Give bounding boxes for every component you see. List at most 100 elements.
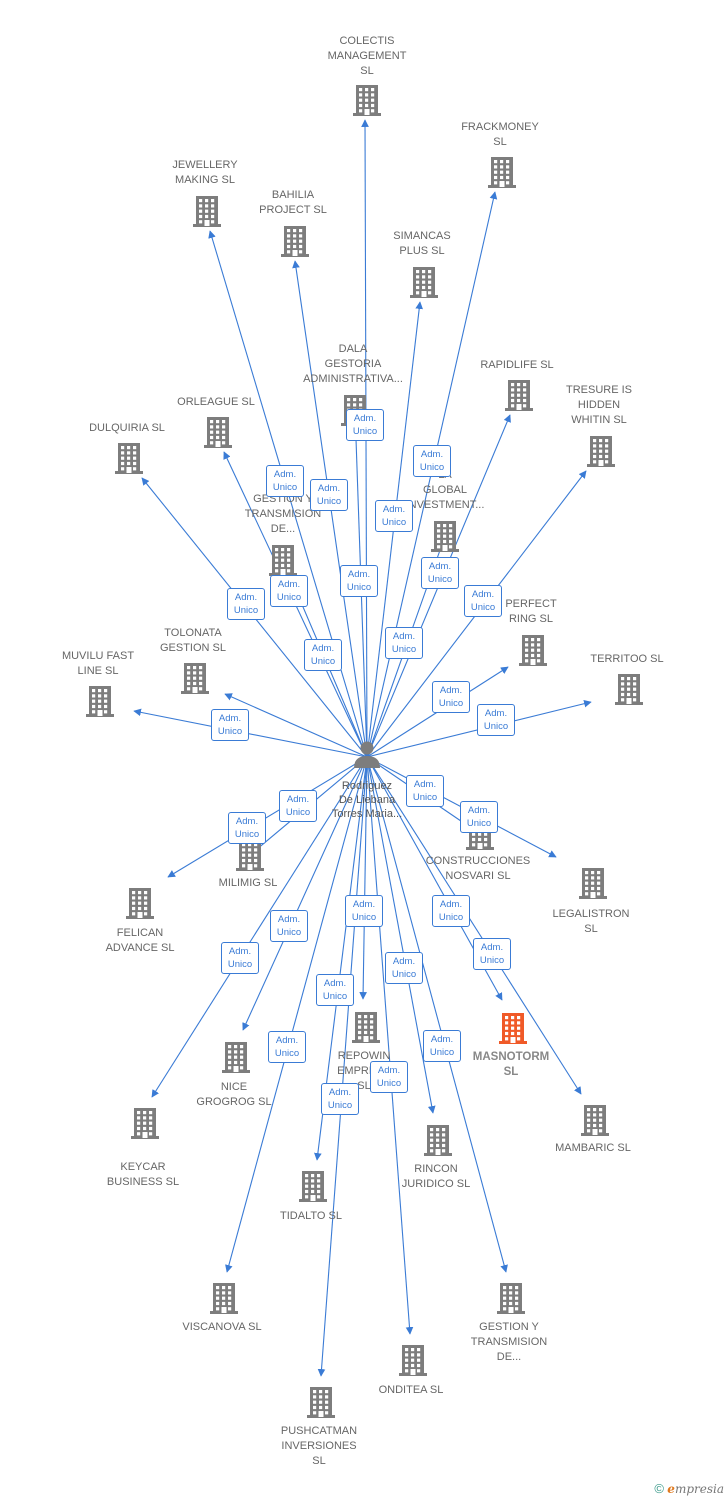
nodes-layer [86,85,643,1418]
brand-name: mpresia [674,1482,724,1496]
role-badge-jewellery[interactable]: Adm. Unico [266,465,304,497]
company-rapidlife-icon[interactable] [505,380,533,411]
footer-brand: © empresia [654,1481,724,1496]
company-frackmoney-label[interactable]: FRACKMONEY SL [461,121,539,148]
company-jewellery-icon[interactable] [193,196,221,227]
company-onditea-label[interactable]: ONDITEA SL [378,1384,444,1396]
company-bahilia-icon[interactable] [281,226,309,257]
company-masnotorm-label[interactable]: MASNOTORM SL [472,1051,550,1078]
company-bahilia-label[interactable]: BAHILIA PROJECT SL [259,189,327,216]
person-icon[interactable] [360,741,374,755]
role-badge-tidalto[interactable]: Adm. Unico [316,974,354,1006]
company-jewellery-label[interactable]: JEWELLERY MAKING SL [172,159,238,186]
role-badge-bahilia[interactable]: Adm. Unico [310,479,348,511]
edge-gestion2 [366,756,508,1273]
company-rincon-icon[interactable] [424,1125,452,1156]
company-felican-icon[interactable] [126,888,154,919]
company-territoo-label[interactable]: TERRITOO SL [590,653,664,665]
company-pushcatman-label[interactable]: PUSHCATMAN INVERSIONES SL [280,1425,358,1467]
company-rincon-label[interactable]: RINCON JURIDICO SL [401,1163,471,1190]
company-dala-label[interactable]: DALA GESTORIA ADMINISTRATIVA... [303,343,403,385]
company-mambaric-icon[interactable] [581,1105,609,1136]
role-badge-muvilu[interactable]: Adm. Unico [211,709,249,741]
company-tolonata-icon[interactable] [181,663,209,694]
company-tidalto-icon[interactable] [299,1171,327,1202]
company-muvilu-icon[interactable] [86,686,114,717]
company-colectis-label[interactable]: COLECTIS MANAGEMENT SL [327,35,407,77]
company-gestion2-label[interactable]: GESTION Y TRANSMISION DE... [470,1321,548,1363]
edge-onditea [366,756,414,1335]
company-milimig-icon[interactable] [236,840,264,871]
role-badge-gestion1[interactable]: Adm. Unico [340,565,378,597]
role-badge-felican[interactable]: Adm. Unico [228,812,266,844]
company-colectis-icon[interactable] [353,85,381,116]
role-badge-frackmoney[interactable]: Adm. Unico [413,445,451,477]
company-simancas-label[interactable]: SIMANCAS PLUS SL [393,230,451,257]
role-badge-rincon[interactable]: Adm. Unico [385,952,423,984]
edge-felican [167,756,368,878]
company-nice-label[interactable]: NICE GROGROG SL [196,1081,272,1108]
company-gestion1-label[interactable]: GESTION Y TRANSMISION DE... [244,493,322,535]
role-badge-masnotorm[interactable]: Adm. Unico [432,895,470,927]
role-badge-tolonata[interactable]: Adm. Unico [304,639,342,671]
company-global-icon[interactable] [431,521,459,552]
company-mambaric-label[interactable]: MAMBARIC SL [555,1142,631,1154]
company-repowin-icon[interactable] [352,1012,380,1043]
role-badge-tresure[interactable]: Adm. Unico [464,585,502,617]
company-tidalto-label[interactable]: TIDALTO SL [280,1210,342,1222]
role-badge-mambaric[interactable]: Adm. Unico [473,938,511,970]
role-badge-construcciones[interactable]: Adm. Unico [406,775,444,807]
company-pushcatman-icon[interactable] [307,1387,335,1418]
company-tolonata-label[interactable]: TOLONATA GESTION SL [159,627,227,654]
company-simancas-icon[interactable] [410,267,438,298]
company-orleague-icon[interactable] [204,417,232,448]
role-badge-legalistron[interactable]: Adm. Unico [460,801,498,833]
company-dulquiria-label[interactable]: DULQUIRIA SL [89,422,165,434]
company-legalistron-icon[interactable] [579,868,607,899]
company-perfect-icon[interactable] [519,635,547,666]
role-badge-viscanova[interactable]: Adm. Unico [268,1031,306,1063]
company-muvilu-label[interactable]: MUVILU FAST LINE SL [61,650,135,677]
company-milimig-label[interactable]: MILIMIG SL [218,877,278,889]
edge-rincon [366,756,436,1114]
role-badge-rapidlife[interactable]: Adm. Unico [421,557,459,589]
company-viscanova-icon[interactable] [210,1283,238,1314]
company-keycar-icon[interactable] [131,1108,159,1139]
role-badge-keycar[interactable]: Adm. Unico [221,942,259,974]
person-label[interactable]: Rodriguez De Liebana Torres Maria... [331,780,403,820]
company-viscanova-label[interactable]: VISCANOVA SL [182,1321,262,1333]
company-dulquiria-icon[interactable] [115,443,143,474]
company-masnotorm-icon[interactable] [499,1013,527,1044]
role-badge-repowin[interactable]: Adm. Unico [345,895,383,927]
edge-repowin [359,756,368,1000]
company-perfect-label[interactable]: PERFECT RING SL [505,598,557,625]
company-tresure-label[interactable]: TRESURE IS HIDDEN WHITIN SL [565,384,632,426]
company-territoo-icon[interactable] [615,674,643,705]
company-construcciones-label[interactable]: CONSTRUCCIONES NOSVARI SL [425,855,531,882]
role-badge-milimig[interactable]: Adm. Unico [279,790,317,822]
role-badge-orleague[interactable]: Adm. Unico [270,575,308,607]
company-gestion1-icon[interactable] [269,545,297,576]
company-rapidlife-label[interactable]: RAPIDLIFE SL [480,359,554,371]
role-badge-perfect[interactable]: Adm. Unico [432,681,470,713]
role-badge-gestion2[interactable]: Adm. Unico [423,1030,461,1062]
role-badge-colectis[interactable]: Adm. Unico [346,409,384,441]
role-badge-nice[interactable]: Adm. Unico [270,910,308,942]
role-badge-onditea[interactable]: Adm. Unico [370,1061,408,1093]
person-node[interactable] [354,741,380,769]
role-badge-dulquiria[interactable]: Adm. Unico [227,588,265,620]
company-orleague-label[interactable]: ORLEAGUE SL [177,396,255,408]
company-keycar-label[interactable]: KEYCAR BUSINESS SL [106,1161,180,1188]
role-badge-global[interactable]: Adm. Unico [385,627,423,659]
role-badge-simancas[interactable]: Adm. Unico [375,500,413,532]
role-badge-territoo[interactable]: Adm. Unico [477,704,515,736]
company-tresure-icon[interactable] [587,436,615,467]
company-onditea-icon[interactable] [399,1345,427,1376]
company-nice-icon[interactable] [222,1042,250,1073]
company-legalistron-label[interactable]: LEGALISTRON SL [552,908,630,935]
company-gestion2-icon[interactable] [497,1283,525,1314]
person-body-icon [354,756,380,768]
company-frackmoney-icon[interactable] [488,157,516,188]
company-felican-label[interactable]: FELICAN ADVANCE SL [105,927,175,954]
role-badge-pushcatman[interactable]: Adm. Unico [321,1083,359,1115]
